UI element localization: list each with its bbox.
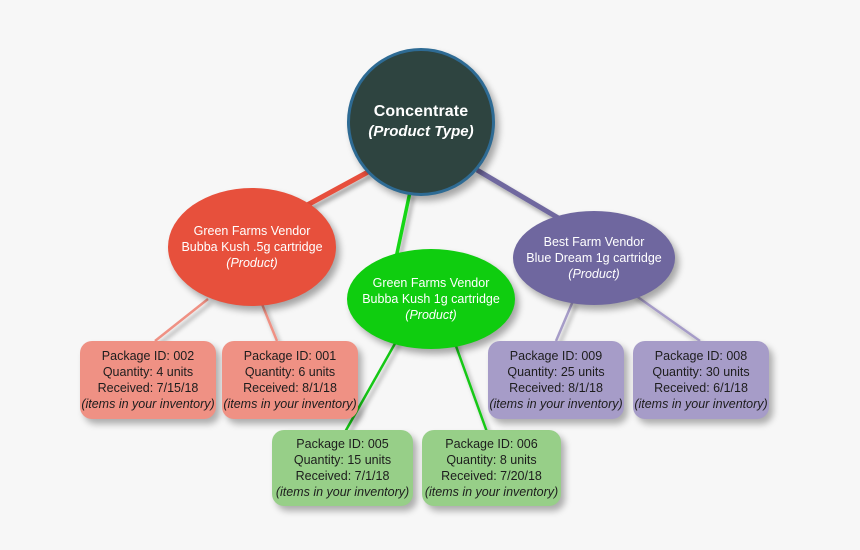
package-note: (items in your inventory)	[489, 397, 623, 411]
package-quantity: Quantity: 6 units	[244, 365, 336, 379]
node-package-001[interactable]: Package ID: 001 Quantity: 6 units Receiv…	[222, 341, 358, 419]
package-id: Package ID: 009	[509, 349, 603, 363]
product-vendor: Green Farms Vendor	[372, 276, 490, 290]
edge-product-type-to-product-best-farm-1g	[475, 167, 562, 222]
product-name: Bubba Kush 1g cartridge	[362, 292, 500, 306]
product-vendor: Green Farms Vendor	[193, 224, 311, 238]
product-name: Blue Dream 1g cartridge	[526, 251, 662, 265]
product-subtitle: (Product)	[226, 256, 278, 270]
package-id: Package ID: 001	[243, 349, 337, 363]
package-quantity: Quantity: 30 units	[652, 365, 750, 379]
product-name: Bubba Kush .5g cartridge	[181, 240, 323, 254]
package-received: Received: 6/1/18	[654, 381, 748, 395]
package-id: Package ID: 005	[296, 437, 389, 451]
edge-product-green-farms-1g-to-package-005	[343, 339, 399, 433]
node-product-green-farms-05g[interactable]: Green Farms Vendor Bubba Kush .5g cartri…	[168, 188, 336, 306]
root-title: Concentrate	[373, 103, 469, 120]
package-note: (items in your inventory)	[634, 397, 768, 411]
node-package-009[interactable]: Package ID: 009 Quantity: 25 units Recei…	[488, 341, 624, 419]
package-id: Package ID: 006	[445, 437, 538, 451]
node-package-006[interactable]: Package ID: 006 Quantity: 8 units Receiv…	[422, 430, 561, 506]
node-product-green-farms-1g[interactable]: Green Farms Vendor Bubba Kush 1g cartrid…	[347, 249, 515, 349]
package-received: Received: 7/20/18	[441, 469, 542, 483]
edge-product-best-farm-1g-to-package-009	[554, 300, 575, 342]
package-quantity: Quantity: 25 units	[507, 365, 605, 379]
edge-product-type-to-product-green-farms-1g	[394, 191, 412, 259]
node-package-005[interactable]: Package ID: 005 Quantity: 15 units Recei…	[272, 430, 413, 506]
package-note: (items in your inventory)	[223, 397, 357, 411]
package-quantity: Quantity: 8 units	[446, 453, 537, 467]
edge-product-best-farm-1g-to-package-008	[631, 291, 701, 343]
product-subtitle: (Product)	[405, 308, 457, 322]
node-product-type[interactable]: Concentrate (Product Type)	[347, 48, 495, 196]
package-received: Received: 7/15/18	[97, 381, 199, 395]
package-note: (items in your inventory)	[81, 397, 215, 411]
edge-product-green-farms-1g-to-package-006	[450, 334, 489, 433]
edge-product-green-farms-05g-to-package-001	[260, 303, 279, 342]
package-id: Package ID: 008	[654, 349, 748, 363]
edge-product-green-farms-05g-to-package-002	[154, 298, 209, 342]
node-product-best-farm-1g[interactable]: Best Farm Vendor Blue Dream 1g cartridge…	[513, 211, 675, 305]
package-received: Received: 7/1/18	[295, 469, 390, 483]
package-note: (items in your inventory)	[275, 485, 410, 499]
package-quantity: Quantity: 15 units	[293, 453, 392, 467]
node-package-008[interactable]: Package ID: 008 Quantity: 30 units Recei…	[633, 341, 769, 419]
package-received: Received: 8/1/18	[243, 381, 337, 395]
product-subtitle: (Product)	[568, 267, 620, 281]
root-subtitle: (Product Type)	[368, 123, 474, 140]
product-vendor: Best Farm Vendor	[543, 235, 645, 249]
package-received: Received: 8/1/18	[509, 381, 603, 395]
package-note: (items in your inventory)	[424, 485, 559, 499]
node-package-002[interactable]: Package ID: 002 Quantity: 4 units Receiv…	[80, 341, 216, 419]
package-quantity: Quantity: 4 units	[102, 365, 194, 379]
package-id: Package ID: 002	[101, 349, 195, 363]
